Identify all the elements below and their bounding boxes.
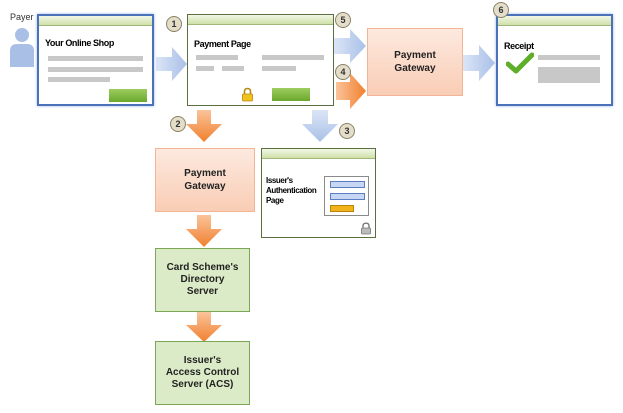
submit-button[interactable] <box>330 205 354 212</box>
directory-line3: Server <box>186 286 219 297</box>
code-field[interactable] <box>330 193 365 200</box>
receipt-title: Receipt <box>504 41 534 51</box>
payment-gateway-top: Payment Gateway <box>367 28 463 96</box>
issuer-page-title: Issuer's Authentication Page <box>266 176 317 206</box>
online-shop-window: Your Online Shop <box>37 14 154 106</box>
pay-button[interactable] <box>272 88 310 101</box>
password-field[interactable] <box>330 181 365 188</box>
issuer-page-line1: Issuer's <box>266 176 293 185</box>
gateway-label-line2: Gateway <box>394 63 436 74</box>
gateway-label-line2: Gateway <box>184 181 226 192</box>
text-placeholder <box>538 55 600 60</box>
directory-line2: Directory <box>180 274 225 285</box>
window-titlebar <box>39 16 152 26</box>
step-3-badge: 3 <box>339 123 355 139</box>
text-placeholder <box>262 66 296 71</box>
payment-gateway-middle: Payment Gateway <box>155 148 255 212</box>
arrow-gateway-to-receipt <box>463 45 495 81</box>
arrow-gateway-to-payment-page <box>336 73 366 109</box>
arrow-payment-page-to-gateway <box>334 29 366 63</box>
arrow-shop-to-payment-page <box>156 47 187 81</box>
auth-form-panel <box>324 176 369 216</box>
step-6-badge: 6 <box>493 2 509 18</box>
arrow-directory-to-acs <box>186 312 222 342</box>
text-placeholder-block <box>538 67 600 83</box>
payment-page-title: Payment Page <box>194 39 251 49</box>
directory-line1: Card Scheme's <box>166 262 239 273</box>
step-4-badge: 4 <box>335 64 351 80</box>
receipt-window: Receipt <box>496 14 613 106</box>
step-1-badge: 1 <box>166 16 182 32</box>
checkout-button[interactable] <box>109 89 147 102</box>
step-5-badge: 5 <box>335 12 351 28</box>
arrow-payment-page-to-gateway-mid <box>186 110 222 142</box>
issuer-page-line2: Authentication <box>266 186 317 195</box>
window-titlebar <box>262 149 375 159</box>
person-icon <box>10 28 34 67</box>
acs-line1: Issuer's <box>183 355 222 366</box>
gateway-label-line1: Payment <box>184 168 226 179</box>
text-placeholder <box>262 55 324 60</box>
payment-page-window: Payment Page <box>187 14 334 106</box>
arrow-payment-page-to-issuer-page <box>302 110 338 142</box>
grey-padlock-icon <box>361 222 371 235</box>
acs-line3: Server (ACS) <box>171 379 234 390</box>
issuer-authentication-window: Issuer's Authentication Page <box>261 148 376 238</box>
text-placeholder <box>48 56 143 61</box>
gateway-label-line1: Payment <box>394 50 436 61</box>
text-placeholder <box>48 77 110 82</box>
issuer-page-line3: Page <box>266 196 284 205</box>
acs-line2: Access Control <box>165 367 240 378</box>
text-placeholder <box>196 66 214 71</box>
text-placeholder <box>222 66 244 71</box>
arrow-gateway-to-directory <box>186 215 222 247</box>
shop-title: Your Online Shop <box>45 38 114 48</box>
step-2-badge: 2 <box>170 116 186 132</box>
checkmark-icon <box>506 52 534 74</box>
text-placeholder <box>196 55 238 60</box>
padlock-icon <box>242 87 253 102</box>
directory-server-box: Card Scheme's Directory Server <box>155 248 250 312</box>
payer-label: Payer <box>10 12 34 22</box>
text-placeholder <box>48 67 143 72</box>
window-titlebar <box>498 16 611 26</box>
window-titlebar <box>188 15 333 25</box>
acs-server-box: Issuer's Access Control Server (ACS) <box>155 341 250 405</box>
